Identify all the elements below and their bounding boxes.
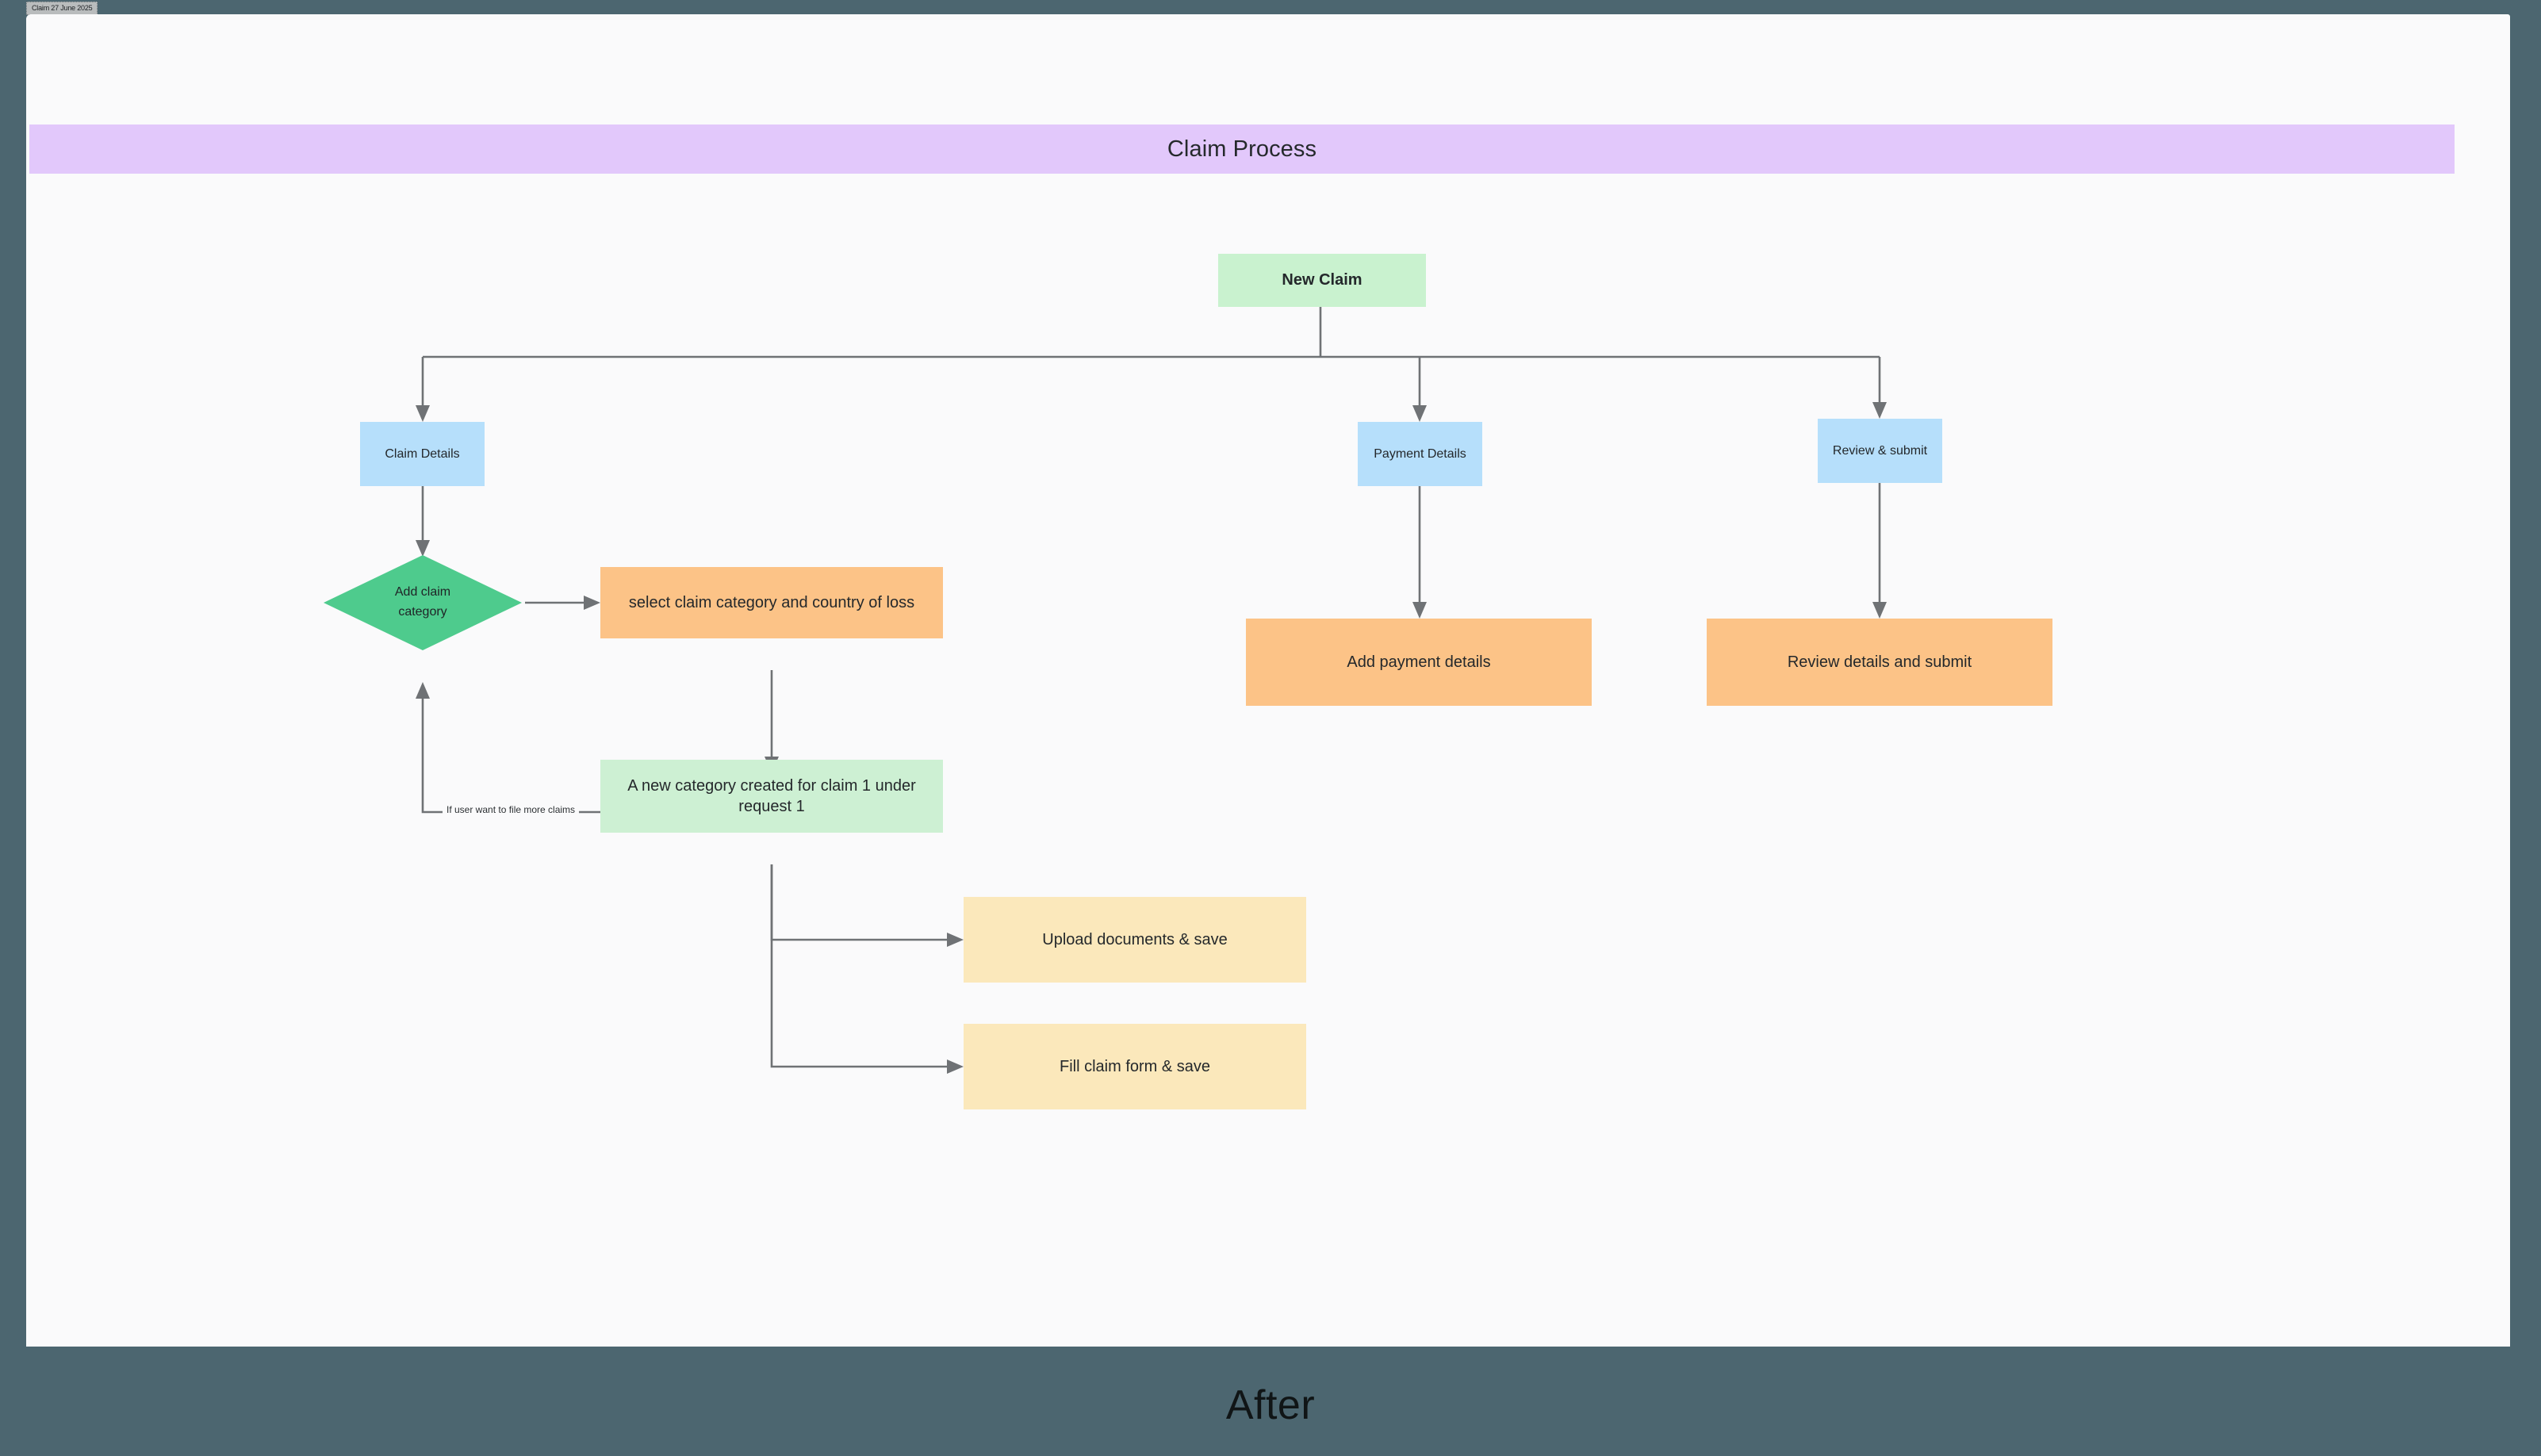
window-tab-label[interactable]: Claim 27 June 2025 [26,2,98,15]
after-caption: After [1225,1382,1316,1428]
diamond-label-line2: category [398,605,447,619]
diamond-label: Add claim category [324,555,522,650]
diamond-label-line1: Add claim [394,585,451,600]
title-banner[interactable]: Claim Process [29,125,2455,174]
edge-label-more-claims: If user want to file more claims [443,804,580,815]
node-claim-details[interactable]: Claim Details [360,422,485,486]
node-new-category-created[interactable]: A new category created for claim 1 under… [600,760,943,833]
node-add-claim-category[interactable]: Add claim category [324,555,522,650]
node-payment-details[interactable]: Payment Details [1358,422,1482,486]
node-add-payment-details[interactable]: Add payment details [1246,619,1592,706]
node-new-claim[interactable]: New Claim [1218,254,1426,307]
page-title: Claim Process [1167,136,1317,162]
node-upload-documents[interactable]: Upload documents & save [964,897,1306,983]
node-review-submit[interactable]: Review & submit [1818,419,1942,483]
node-select-claim-category[interactable]: select claim category and country of los… [600,567,943,638]
node-review-details-submit[interactable]: Review details and submit [1707,619,2052,706]
node-fill-claim-form[interactable]: Fill claim form & save [964,1024,1306,1109]
